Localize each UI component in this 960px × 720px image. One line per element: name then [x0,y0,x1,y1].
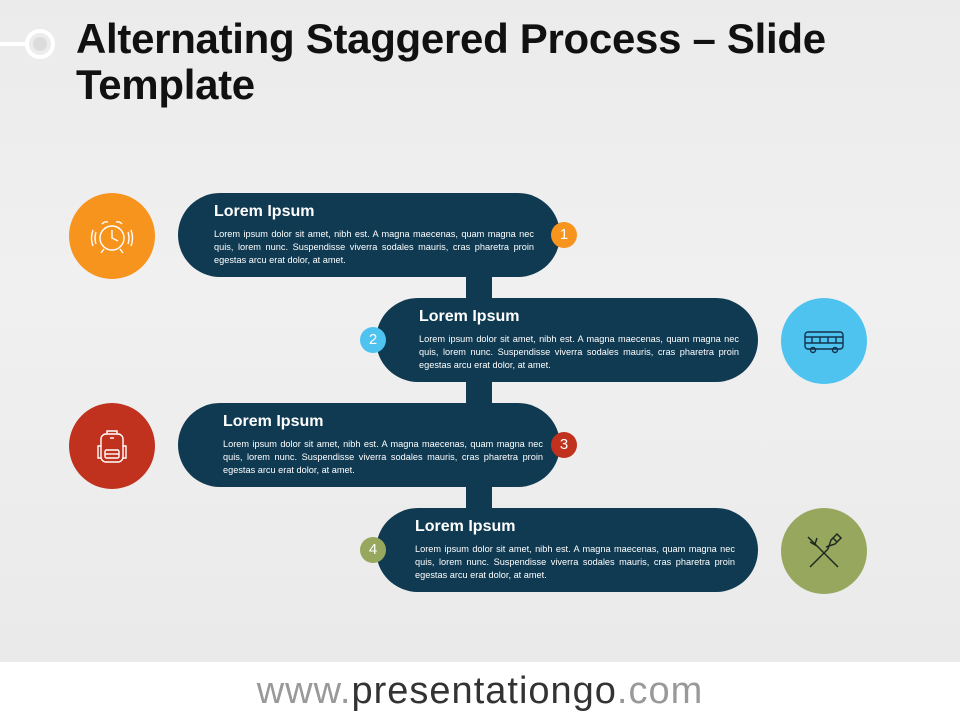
step-3-heading: Lorem Ipsum [223,413,324,430]
step-4-icon-circle [781,508,867,594]
step-4-card: Lorem Ipsum Lorem ipsum dolor sit amet, … [376,508,758,592]
step-1-card: Lorem Ipsum Lorem ipsum dolor sit amet, … [178,193,560,277]
footer-suffix: .com [616,670,704,712]
alarm-clock-icon [90,221,134,254]
step-1-icon-circle [69,193,155,279]
bus-icon [804,331,844,354]
footer-prefix: www. [256,670,352,712]
step-2-card: Lorem Ipsum Lorem ipsum dolor sit amet, … [376,298,758,382]
step-4-heading: Lorem Ipsum [415,518,516,535]
step-4-badge: 4 [360,537,386,563]
step-2-body: Lorem ipsum dolor sit amet, nibh est. A … [419,334,739,370]
step-2-icon-circle [781,298,867,384]
step-1-heading: Lorem Ipsum [214,203,315,220]
step-2-badge: 2 [360,327,386,353]
backpack-icon [97,430,127,463]
pin-decoration-icon [0,29,55,59]
fork-knife-icon [807,532,843,568]
step-1-badge: 1 [551,222,577,248]
step-1-body: Lorem ipsum dolor sit amet, nibh est. A … [214,229,534,265]
step-3-badge: 3 [551,432,577,458]
step-3-body: Lorem ipsum dolor sit amet, nibh est. A … [223,439,543,475]
page-title: Alternating Staggered Process – Slide Te… [76,15,826,108]
step-3-icon-circle [69,403,155,489]
step-3-card: Lorem Ipsum Lorem ipsum dolor sit amet, … [178,403,560,487]
step-2-heading: Lorem Ipsum [419,308,520,325]
footer-brand: presentationgo [351,670,617,712]
step-4-body: Lorem ipsum dolor sit amet, nibh est. A … [415,544,735,580]
footer-url: www.presentationgo.com [0,662,960,720]
